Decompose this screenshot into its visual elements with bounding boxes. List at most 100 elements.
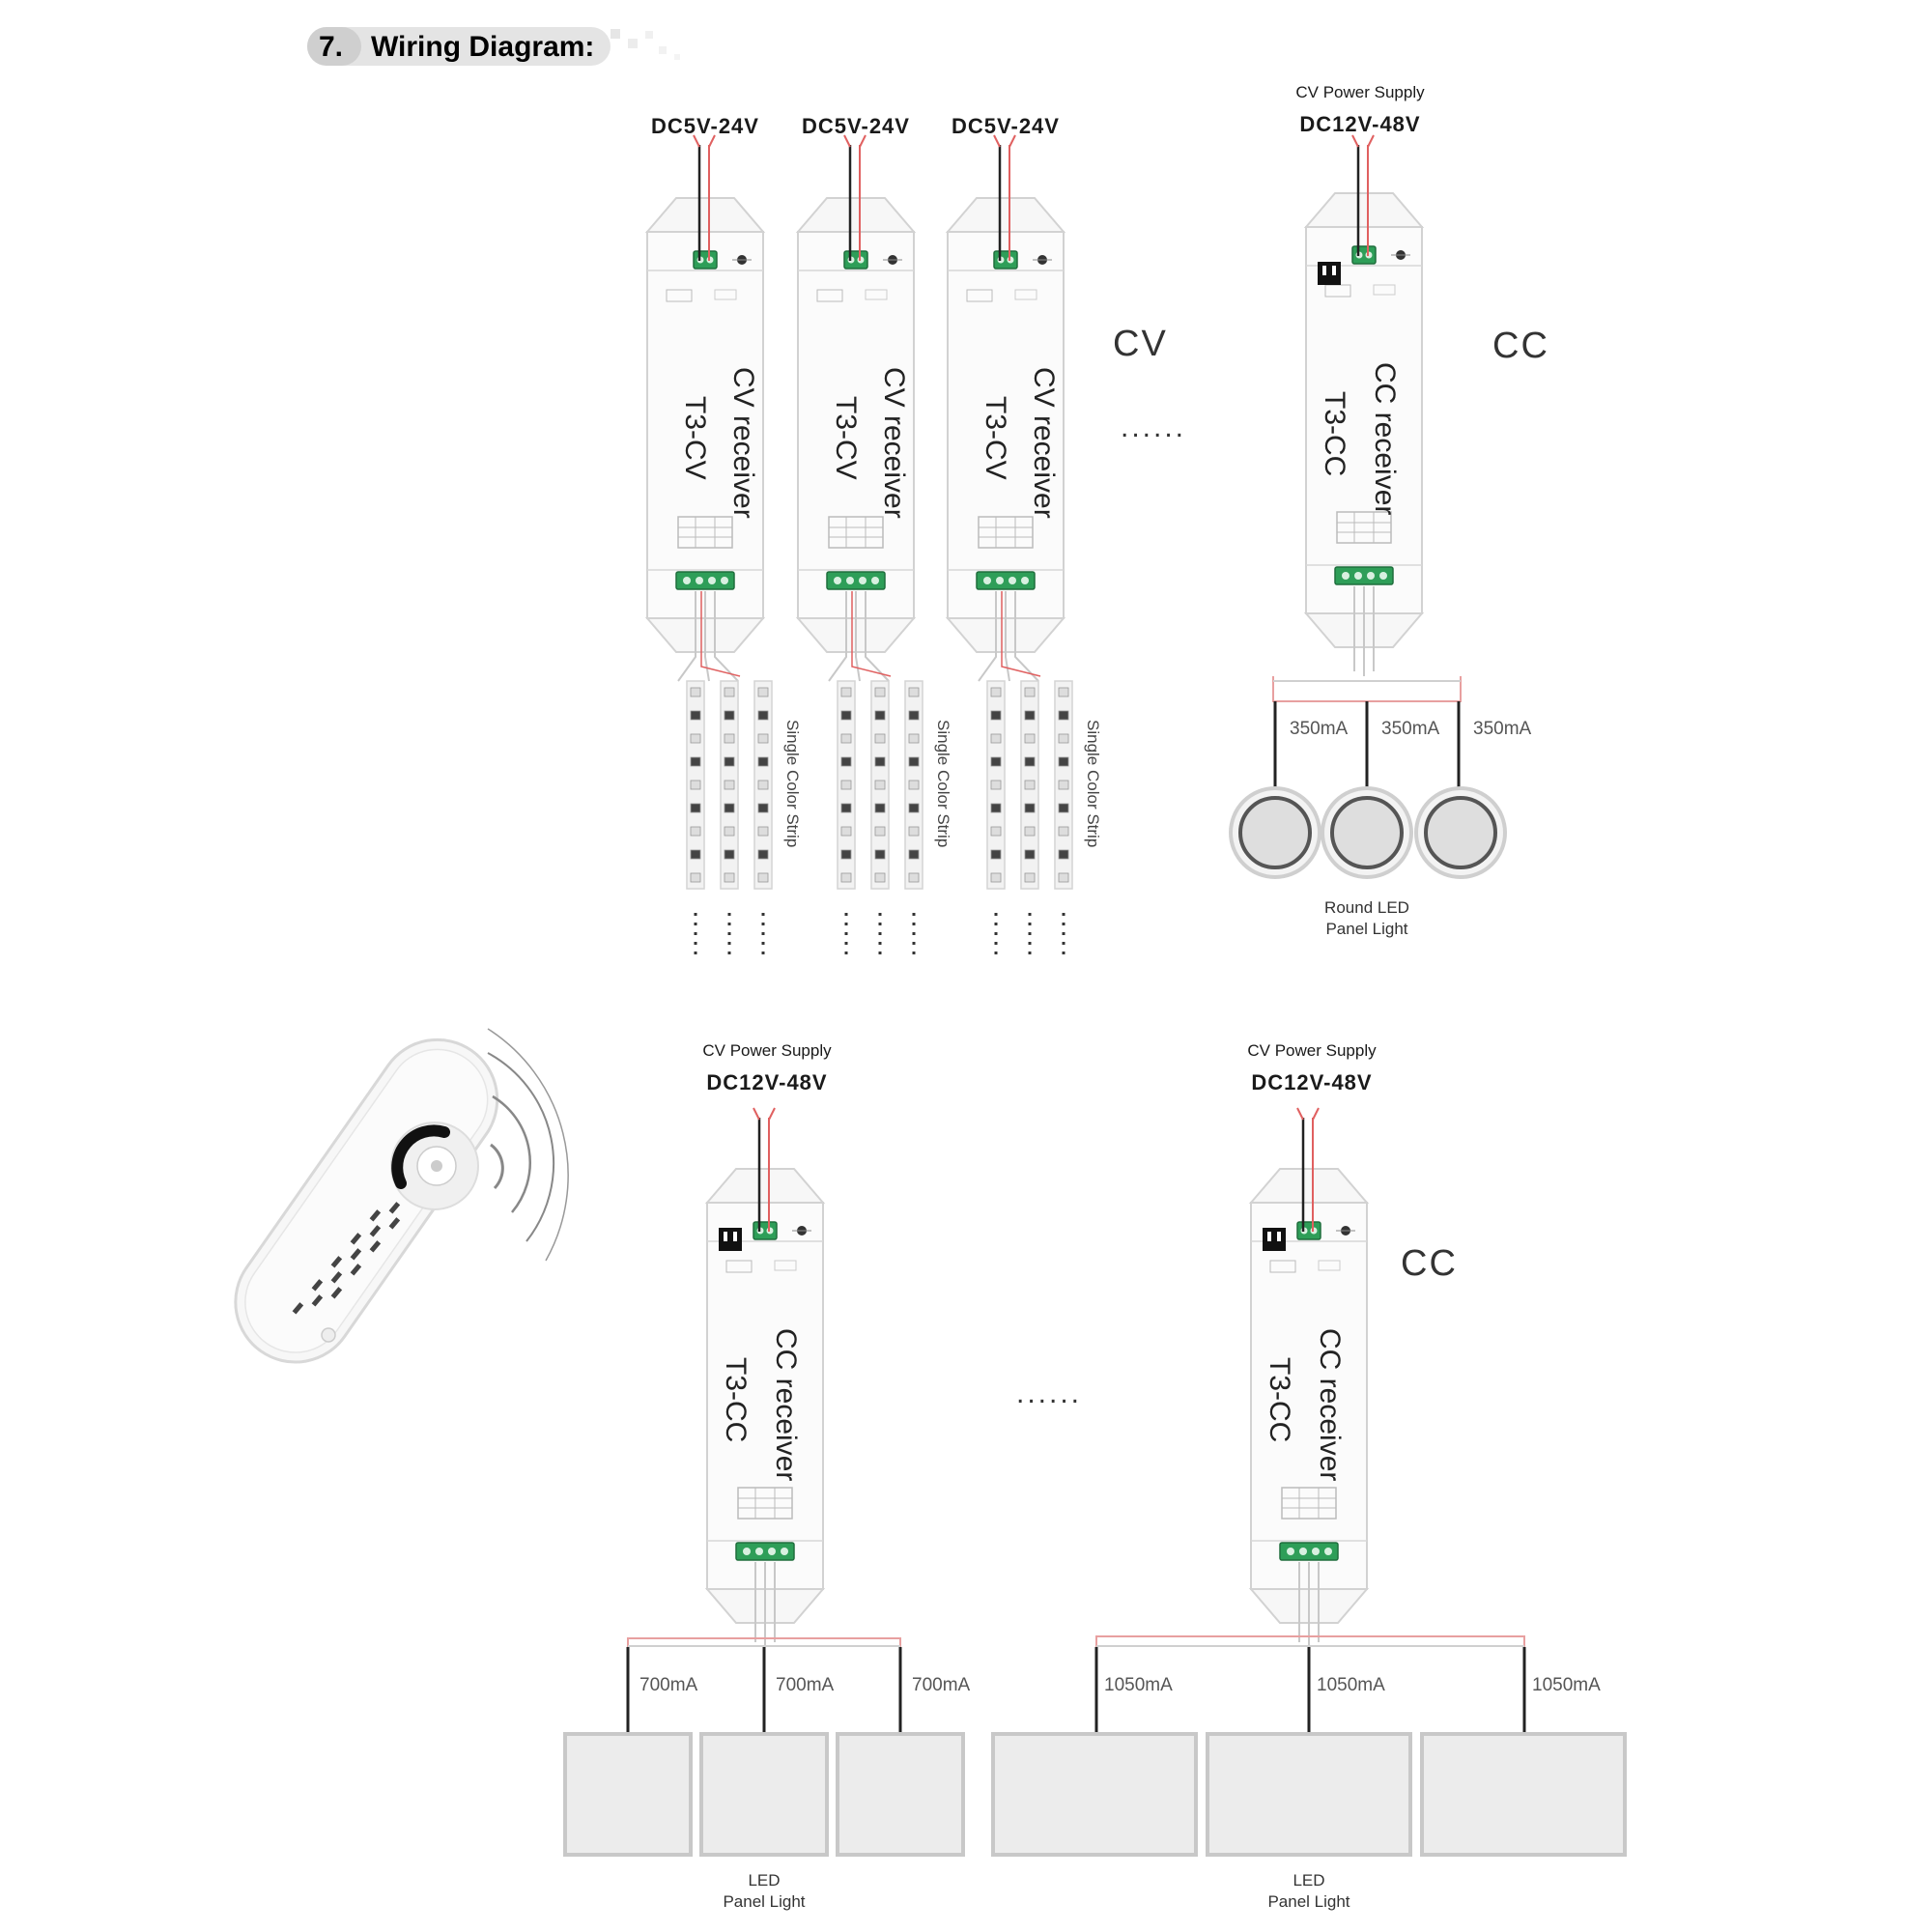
cc-top-receiver: CC receiver T3-CC [1305,134,1423,676]
strip-label-2: Single Color Strip [934,720,952,847]
strip-led [874,780,886,790]
strip-led [1024,687,1036,697]
strip-set-3: Single Color Strip [986,680,1102,956]
strip-led [840,710,852,721]
strip-led [908,826,920,837]
cv-supply-3-voltage: DC5V-24V [952,114,1060,138]
section-title: Wiring Diagram: [371,31,594,63]
strip-led [1024,710,1036,721]
cv-receiver-2: CV receiver T3-CV [797,134,915,682]
cc-bl-load-label-1: LED [748,1871,780,1889]
cc-br-current-1: 1050mA [1104,1675,1173,1695]
strip-led [690,849,701,860]
strip-led [1024,849,1036,860]
strip-led [1058,872,1069,883]
cc-br-current-2: 1050mA [1317,1675,1385,1695]
strip-led [724,756,735,767]
strip-set-1: Single Color Strip [686,680,802,956]
cv-supply-2-voltage: DC5V-24V [802,114,910,138]
rect-panel-light-3 [1420,1732,1627,1857]
cc-bl-current-3: 700mA [912,1675,971,1695]
strip-led [757,756,769,767]
section-number: 7. [319,31,343,63]
cv-supply-1-voltage: DC5V-24V [651,114,759,138]
strip-led [908,710,920,721]
strip-led [724,733,735,744]
cv-type-label: CV [1113,324,1168,364]
strip-led [840,687,852,697]
cc-top-current-3: 350mA [1473,719,1532,739]
cv-receiver-2-name: CV receiver [878,367,910,519]
strip-led [1024,826,1036,837]
strip-label-3: Single Color Strip [1084,720,1102,847]
strip-led [990,710,1002,721]
strip-led [990,733,1002,744]
strip-led [690,733,701,744]
cv-receiver-3-model: T3-CV [980,396,1011,480]
strip-led [1058,756,1069,767]
strip-led [1058,733,1069,744]
wireless-signal-icon [487,1028,569,1262]
strip-led [1058,710,1069,721]
cc-br-receiver-name: CC receiver [1314,1328,1346,1481]
strip-led [757,872,769,883]
strip-led [990,756,1002,767]
strip-led [690,826,701,837]
cv-receiver-3-name: CV receiver [1028,367,1060,519]
cc-br-current-3: 1050mA [1532,1675,1601,1695]
cc-bl-supply-voltage: DC12V-48V [706,1070,827,1094]
cc-top-supply-voltage: DC12V-48V [1299,112,1420,136]
strip-led [1024,756,1036,767]
strip-led [874,803,886,813]
strip-led [690,756,701,767]
strip-led [874,756,886,767]
strip-led [1024,803,1036,813]
cv-receiver-1-name: CV receiver [727,367,759,519]
strip-led [1058,849,1069,860]
strip-led [757,803,769,813]
strip-led [690,687,701,697]
cc-top-receiver-name: CC receiver [1369,362,1401,515]
rect-panel-light-1 [991,1732,1198,1857]
strip-led [908,803,920,813]
cc-br-supply-title: CV Power Supply [1247,1041,1377,1060]
strip-led [690,803,701,813]
strip-led [1024,872,1036,883]
strip-led [757,687,769,697]
strip-led [840,803,852,813]
strip-led [990,872,1002,883]
round-panel-light-1 [1229,786,1321,879]
cc-top-supply-title: CV Power Supply [1295,83,1425,101]
cc-top-type-label: CC [1492,326,1549,366]
strip-led [990,780,1002,790]
strip-led [757,826,769,837]
round-panel-light-2 [1321,786,1413,879]
strip-led [908,756,920,767]
strip-led [990,687,1002,697]
strip-led [724,803,735,813]
strip-led [874,872,886,883]
bottom-ellipsis: ...... [1016,1378,1082,1409]
strip-led [724,872,735,883]
cc-bl-load-label-2: Panel Light [723,1892,805,1911]
cc-br-receiver: CC receiver T3-CC [1250,1107,1368,1647]
strip-led [690,872,701,883]
strip-led [840,756,852,767]
round-panel-light-3 [1414,786,1507,879]
strip-led [757,780,769,790]
strip-led [1058,687,1069,697]
rect-panel-light-2 [1206,1732,1412,1857]
strip-led [757,710,769,721]
cc-bl-supply-title: CV Power Supply [702,1041,832,1060]
square-panel-light-3 [836,1732,965,1857]
cc-br-supply-voltage: DC12V-48V [1251,1070,1372,1094]
square-panel-light-1 [563,1732,693,1857]
cc-bl-current-2: 700mA [776,1675,835,1695]
cv-ellipsis: ...... [1121,412,1186,443]
strip-led [724,849,735,860]
square-panel-light-2 [699,1732,829,1857]
cc-top-load-label-1: Round LED [1324,898,1409,917]
cc-top-current-2: 350mA [1381,719,1440,739]
strip-led [1058,803,1069,813]
cv-receiver-1: CV receiver T3-CV [646,134,764,682]
